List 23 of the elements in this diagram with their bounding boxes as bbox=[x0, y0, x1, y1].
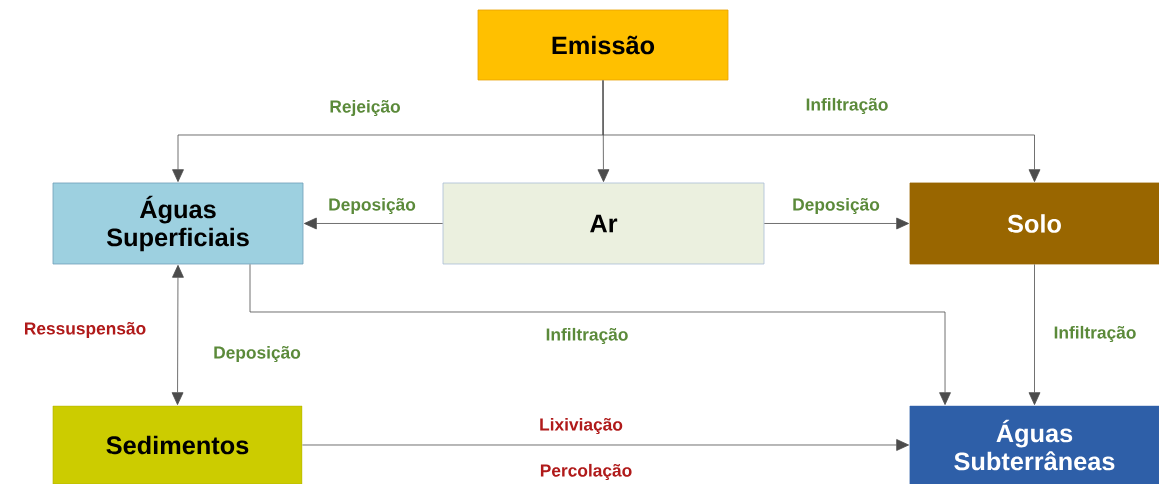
edge-label: Ressuspensão bbox=[25, 321, 146, 339]
compartment-box: Sedimentos bbox=[52, 405, 303, 484]
arrow bbox=[302, 439, 910, 451]
arrow bbox=[1028, 264, 1041, 405]
edge-label: Deposição bbox=[329, 197, 416, 215]
arrow bbox=[171, 264, 184, 405]
process-label: Percolação bbox=[540, 463, 632, 481]
arrow bbox=[764, 217, 910, 230]
arrow bbox=[304, 217, 443, 230]
edge-label: Deposição bbox=[793, 197, 880, 215]
edge-label: Lixiviação bbox=[540, 417, 623, 435]
edge-label: Infiltração bbox=[806, 97, 888, 115]
edge-label: Rejeição bbox=[330, 99, 400, 117]
compartment-box: Ar bbox=[442, 182, 765, 265]
process-label: Deposição bbox=[214, 345, 301, 363]
compartment-box: Águas Subterrâneas bbox=[909, 405, 1159, 484]
edge-label: Infiltração bbox=[1054, 325, 1136, 343]
compartment-box: Águas Superficiais bbox=[52, 182, 304, 265]
edge-label: Infiltração bbox=[546, 327, 628, 345]
arrow bbox=[602, 80, 1041, 182]
arrow bbox=[249, 264, 951, 405]
compartment-box: Solo bbox=[909, 182, 1159, 265]
source-box: Emissão bbox=[477, 9, 729, 81]
